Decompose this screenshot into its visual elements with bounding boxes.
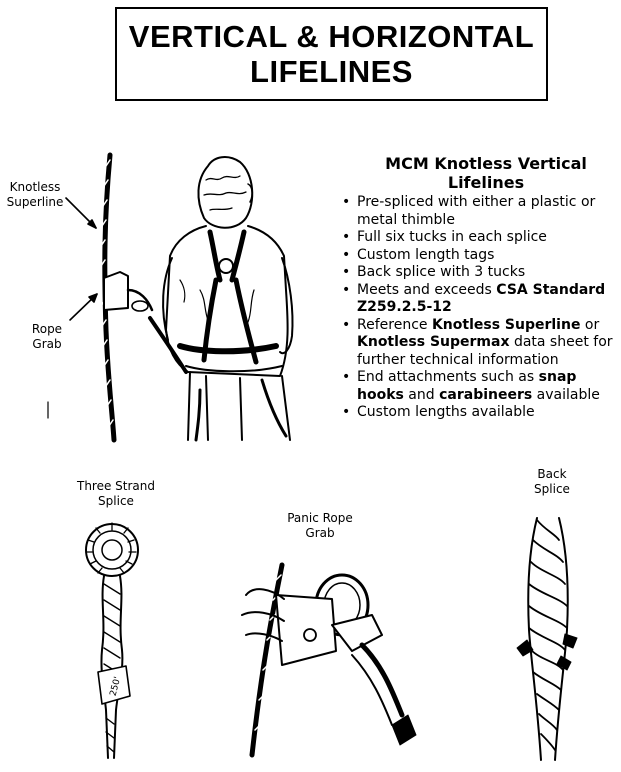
length-tag-text: 250': [109, 676, 124, 698]
rope-grab-label: Rope Grab: [31, 322, 63, 351]
feature-item: Meets and exceeds CSA Standard Z259.2.5-…: [342, 282, 618, 317]
product-info: MCM Knotless Vertical Lifelines Pre-spli…: [340, 154, 618, 422]
vertical-rope: [102, 152, 117, 443]
worker-torso: [165, 225, 289, 377]
feature-list: Pre-spliced with either a plastic or met…: [340, 194, 618, 422]
back-splice-illustration: [516, 517, 578, 761]
worker-harness-illustration: [47, 152, 294, 443]
title-box: VERTICAL & HORIZONTAL LIFELINES: [115, 7, 548, 101]
feature-item: Reference Knotless Superline or Knotless…: [342, 317, 618, 370]
feature-item: Custom lengths available: [342, 404, 618, 422]
feature-item: Custom length tags: [342, 247, 618, 265]
title-line-1: VERTICAL & HORIZONTAL: [128, 19, 535, 54]
back-splice-label: Back Splice: [534, 467, 570, 496]
harness-straps: [207, 229, 247, 283]
product-title: MCM Knotless Vertical Lifelines: [385, 154, 587, 192]
knotless-superline-label: Knotless Superline: [6, 180, 64, 209]
three-strand-splice-label: Three Strand Splice: [76, 479, 156, 508]
panic-rope-grab-illustration: [241, 562, 417, 758]
feature-item: End attachments such as snap hooks and c…: [342, 369, 618, 404]
title-line-2: LIFELINES: [250, 54, 413, 89]
rope-grab-device: [103, 271, 129, 311]
three-strand-splice-illustration: 250': [85, 522, 139, 759]
feature-item: Pre-spliced with either a plastic or met…: [342, 194, 618, 229]
panic-rope-grab-label: Panic Rope Grab: [287, 511, 353, 540]
feature-item: Back splice with 3 tucks: [342, 264, 618, 282]
feature-item: Full six tucks in each splice: [342, 229, 618, 247]
worker-head: [197, 156, 254, 229]
